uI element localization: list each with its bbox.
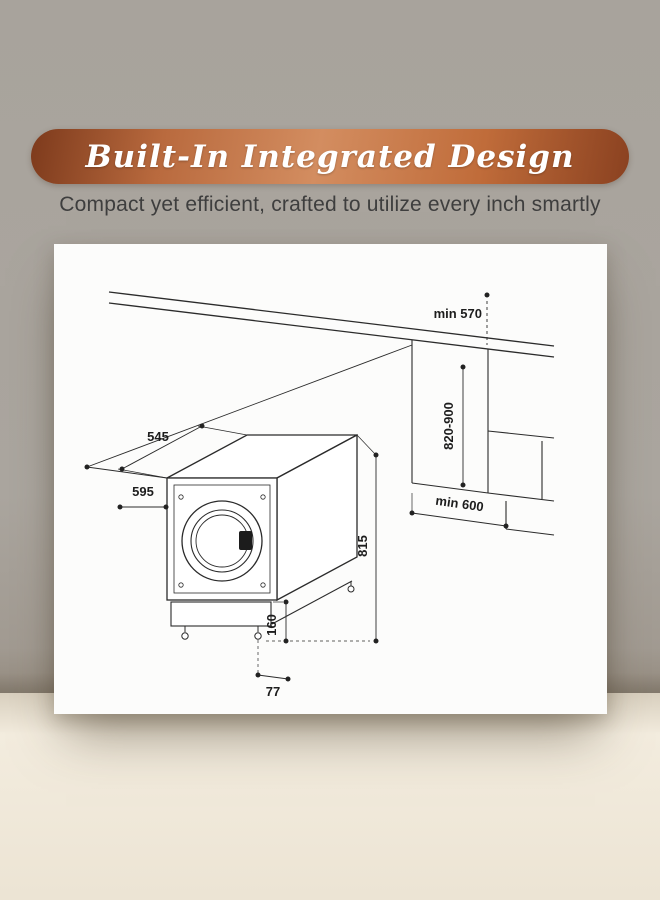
banner-title: Built-In Integrated Design xyxy=(85,138,575,175)
dim-width-label: 595 xyxy=(132,484,154,499)
foot-left xyxy=(181,632,189,640)
dimension-diagram: min 570 820-900 545 595 815 min 600 160 … xyxy=(84,291,555,699)
dimension-dots xyxy=(84,292,509,682)
washer-body xyxy=(166,433,358,640)
subtitle: Compact yet efficient, crafted to utiliz… xyxy=(59,193,601,216)
screw-bottom-right xyxy=(260,582,266,588)
dim-foot-label: 77 xyxy=(266,684,280,699)
foot-rear xyxy=(347,585,355,593)
foot-right xyxy=(254,632,262,640)
diagram-panel: min 570 820-900 545 595 815 min 600 160 … xyxy=(54,244,607,714)
screw-bottom-left xyxy=(178,582,184,588)
table-surface xyxy=(0,673,660,900)
screw-top-left xyxy=(178,494,184,500)
washer-plinth xyxy=(170,601,272,627)
washer-plinth-side xyxy=(271,580,353,625)
dimension-lines xyxy=(86,301,507,680)
dim-min-570-label: min 570 xyxy=(434,306,482,321)
dim-min-600-label: min 600 xyxy=(435,493,485,515)
dim-height-label: 815 xyxy=(355,535,370,557)
washer-door-latch xyxy=(239,531,252,550)
screw-top-right xyxy=(260,494,266,500)
countertop-lines xyxy=(108,291,555,358)
niche-outline xyxy=(411,340,555,536)
dimension-labels: min 570 820-900 545 595 815 min 600 160 … xyxy=(132,306,484,699)
dim-depth-label: 545 xyxy=(147,429,169,444)
dim-niche-height-label: 820-900 xyxy=(441,402,456,450)
dim-plinth-label: 160 xyxy=(264,614,279,636)
banner: Built-In Integrated Design xyxy=(31,129,629,184)
